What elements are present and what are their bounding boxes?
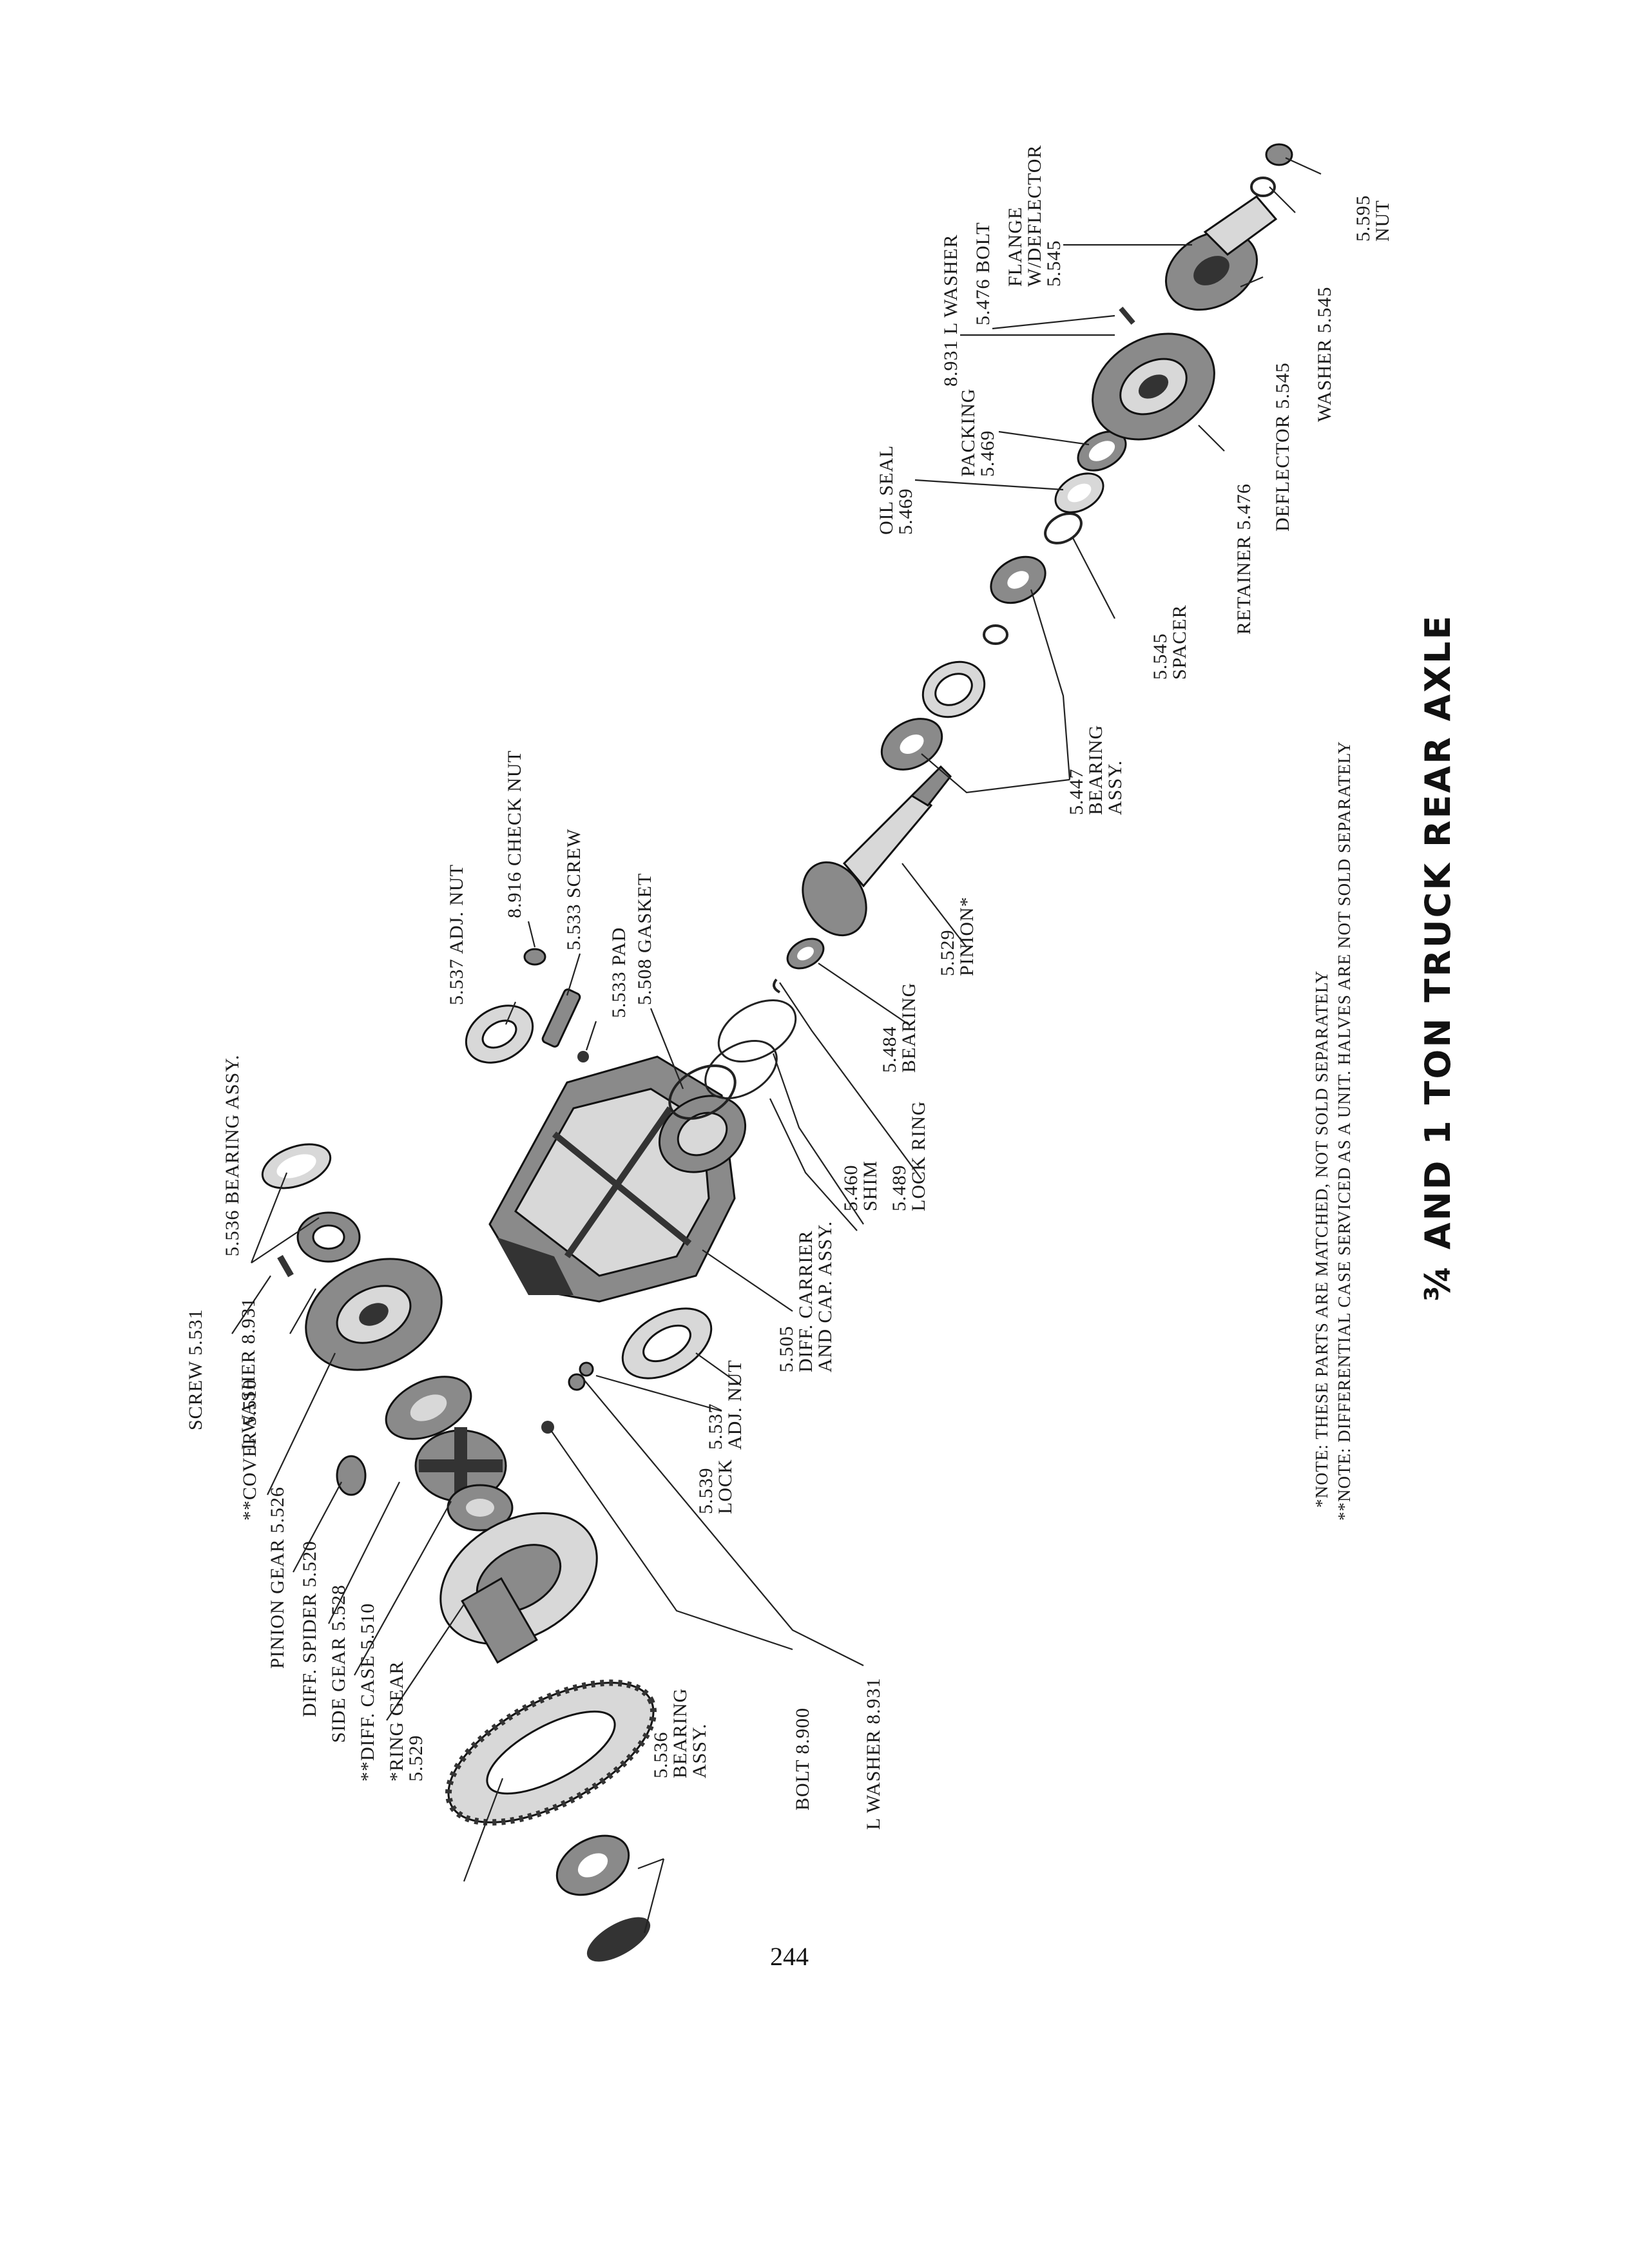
shim-icon <box>704 999 797 1100</box>
label-bearing-assy-top: 5.536 BEARING ASSY. <box>222 1054 243 1256</box>
label-flange-2: W/DEFLECTOR <box>1024 145 1045 287</box>
part-drawings <box>261 143 1293 1962</box>
adjusting-screw-icon <box>541 988 581 1048</box>
nut-icon <box>1265 143 1293 166</box>
label-diff-case: **DIFF. CASE 5.510 <box>357 1603 378 1782</box>
adjusting-nut-top-icon <box>465 1004 534 1064</box>
label-spacer-2: SPACER <box>1169 604 1190 680</box>
diff-spider-icon <box>414 1427 507 1504</box>
label-cover: **COVER 5.510 <box>239 1379 260 1521</box>
label-nut-2: NUT <box>1372 200 1393 242</box>
label-bearing-assy-447-3: ASSY. <box>1104 760 1126 815</box>
label-lock-1: 5.539 <box>695 1468 717 1515</box>
label-bearing-484-2: BEARING <box>898 983 920 1073</box>
page-title: ¾ AND 1 TON TRUCK REAR AXLE <box>1418 614 1458 1302</box>
small-ring-icon <box>983 624 1008 645</box>
retainer-bolt-icon <box>1119 306 1135 325</box>
diff-cover-icon <box>305 1258 443 1371</box>
label-pinion-1: 5.529 <box>937 930 958 977</box>
diff-case-icon <box>439 1512 598 1664</box>
check-nut-icon <box>523 948 546 966</box>
label-bolt-5476: 5.476 BOLT <box>972 222 994 325</box>
pad-icon <box>577 1051 589 1062</box>
pinion-shaft-icon <box>802 765 952 937</box>
label-pinion-gear: PINION GEAR 5.526 <box>267 1486 288 1669</box>
pilot-bearing-icon <box>786 937 825 970</box>
notes-block: *NOTE: THESE PARTS ARE MATCHED, NOT SOLD… <box>1312 741 1354 1521</box>
label-side-gear: SIDE GEAR 5.528 <box>328 1584 349 1743</box>
label-lock-ring-1: 5.489 <box>889 1165 910 1212</box>
screw-small-icon <box>277 1254 294 1278</box>
label-diff-carrier-1: 5.505 <box>776 1326 797 1373</box>
label-check-nut: 8.916 CHECK NUT <box>504 750 525 918</box>
label-oil-seal-1: OIL SEAL <box>876 445 897 535</box>
label-bearing-assy-447-2: BEARING <box>1085 725 1106 815</box>
lock-washer-small-icon <box>541 1361 594 1434</box>
page-number: 244 <box>770 1942 809 1971</box>
label-ring-gear-2: 5.529 <box>405 1735 427 1782</box>
flange-deflector-icon <box>1164 195 1278 311</box>
note-diff-case: **NOTE: DIFFERENTIAL CASE SERVICED AS A … <box>1335 741 1354 1521</box>
label-flange-3: 5.545 <box>1043 240 1065 287</box>
adjusting-nut-bottom-icon <box>621 1307 713 1379</box>
lock-ring-icon <box>773 978 781 994</box>
label-diff-carrier-2: DIFF. CARRIER <box>795 1230 816 1372</box>
note-matched-parts: *NOTE: THESE PARTS ARE MATCHED, NOT SOLD… <box>1312 970 1331 1508</box>
label-oil-seal-2: 5.469 <box>895 488 916 535</box>
label-bolt-8900: BOLT 8.900 <box>792 1707 813 1811</box>
label-l-washer-bottom: L WASHER 8.931 <box>863 1677 884 1830</box>
spacer-icon <box>1044 512 1083 544</box>
pinion-gear-small-icon <box>336 1455 367 1496</box>
label-packing-2: 5.469 <box>977 430 998 477</box>
label-retainer: RETAINER 5.476 <box>1233 483 1255 635</box>
side-gear-icon <box>385 1376 472 1440</box>
label-spacer-1: 5.545 <box>1150 633 1171 680</box>
label-gasket: 5.508 GASKET <box>634 873 655 1005</box>
outer-bearing-cone-icon <box>990 555 1046 604</box>
label-deflector: DEFLECTOR 5.545 <box>1272 362 1293 532</box>
bearing-cone-bottom-icon <box>555 1834 630 1896</box>
label-screw-5531: SCREW 5.531 <box>185 1309 206 1430</box>
label-lock-2: LOCK <box>715 1459 736 1514</box>
label-l-washer-right: 8.931 L WASHER <box>940 234 961 387</box>
leader-lines <box>231 157 1322 1934</box>
pinion-bearing-cup-icon <box>921 660 986 718</box>
label-bearing-assy-bottom-1: 5.536 <box>650 1732 671 1779</box>
gasket-icon <box>668 1064 737 1120</box>
label-pinion-2: PINION* <box>956 896 978 976</box>
label-washer: WASHER 5.545 <box>1314 287 1335 422</box>
label-adj-nut-bottom-2: ADJ. NUT <box>724 1360 746 1450</box>
label-bearing-assy-447-1: 5.447 <box>1066 769 1087 816</box>
label-flange-1: FLANGE <box>1005 207 1026 287</box>
packing-icon <box>1077 430 1127 472</box>
label-nut-1: 5.595 <box>1353 195 1374 242</box>
bearing-cup-bottom-icon <box>586 1917 651 1962</box>
label-lock-ring-2: LOCK RING <box>908 1101 929 1212</box>
label-diff-carrier-3: AND CAP. ASSY. <box>815 1221 836 1372</box>
label-adj-nut-top: 5.537 ADJ. NUT <box>446 864 467 1005</box>
pinion-bearing-cone-icon <box>880 718 943 771</box>
label-bearing-assy-bottom-3: ASSY. <box>689 1724 710 1778</box>
side-gear-lower-icon <box>447 1484 514 1532</box>
label-adj-nut-bottom-1: 5.537 <box>705 1403 726 1450</box>
diff-carrier-icon <box>488 1055 747 1303</box>
label-bearing-484-1: 5.484 <box>879 1026 900 1073</box>
label-shim-1: 5.460 <box>840 1165 862 1212</box>
label-packing-1: PACKING <box>958 388 979 477</box>
label-screw-5533: 5.533 SCREW <box>563 829 584 950</box>
retainer-icon <box>1092 332 1215 441</box>
label-shim-2: SHIM <box>860 1160 881 1211</box>
label-diff-spider: DIFF. SPIDER 5.520 <box>299 1541 320 1717</box>
ring-gear-icon <box>445 1679 657 1826</box>
bearing-cup-top-icon <box>261 1143 332 1189</box>
label-bearing-assy-bottom-2: BEARING <box>670 1688 691 1778</box>
bearing-cone-top-icon <box>296 1211 361 1263</box>
washer-icon <box>1250 177 1276 197</box>
part-labels: SCREW 5.531 5.536 BEARING ASSY. L WASHER… <box>185 145 1393 1830</box>
label-pad: 5.533 PAD <box>608 927 630 1018</box>
label-l-washer-top: L WASHER 8.931 <box>238 1297 259 1450</box>
oil-seal-icon <box>1054 472 1104 514</box>
label-ring-gear-1: *RING GEAR <box>386 1661 407 1782</box>
